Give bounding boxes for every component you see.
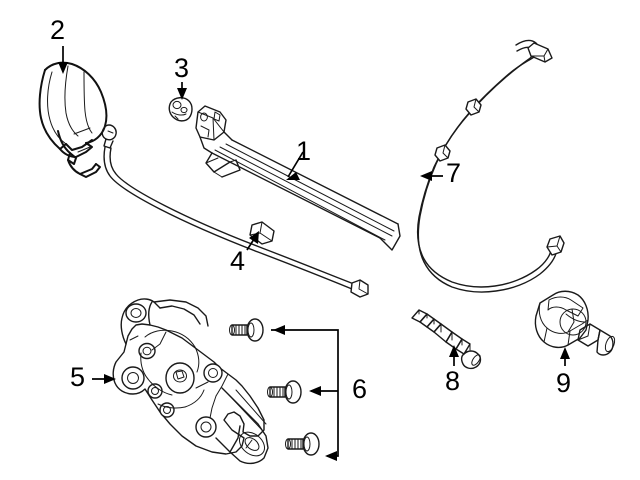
leader-7 xyxy=(420,171,443,181)
callout-label-6: 6 xyxy=(352,374,368,404)
part-6-mounting-bolts xyxy=(229,318,339,461)
callout-leaders xyxy=(58,46,570,384)
callout-label-5: 5 xyxy=(70,362,86,392)
callout-label-9: 9 xyxy=(556,368,572,398)
part-3-retaining-nut xyxy=(168,97,193,122)
callout-label-7: 7 xyxy=(446,158,462,188)
part-1-wiper-arm-assembly xyxy=(195,105,401,251)
bolt-upper xyxy=(229,318,264,342)
part-2-nut-cover-cap xyxy=(38,61,108,178)
callout-label-1: 1 xyxy=(296,136,312,166)
callout-label-2: 2 xyxy=(50,15,66,45)
part-9-washer-nozzle xyxy=(534,290,616,356)
part-4-washer-hose-with-connector xyxy=(101,124,369,298)
leader-5 xyxy=(92,374,116,384)
leader-8 xyxy=(449,345,459,366)
leader-1 xyxy=(286,151,304,180)
callout-label-8: 8 xyxy=(445,366,461,396)
callout-label-3: 3 xyxy=(174,53,190,83)
leader-3 xyxy=(177,82,187,100)
part-8-hose-coupler xyxy=(411,309,482,370)
part-5-wiper-motor-and-bracket xyxy=(112,298,269,465)
part-7-rear-washer-hose xyxy=(416,39,565,293)
bolt-middle xyxy=(267,380,302,404)
bolt-lower xyxy=(285,432,320,456)
leader-2 xyxy=(58,46,68,74)
leader-4 xyxy=(246,231,259,251)
leader-9 xyxy=(560,347,570,366)
callout-label-4: 4 xyxy=(230,246,246,276)
